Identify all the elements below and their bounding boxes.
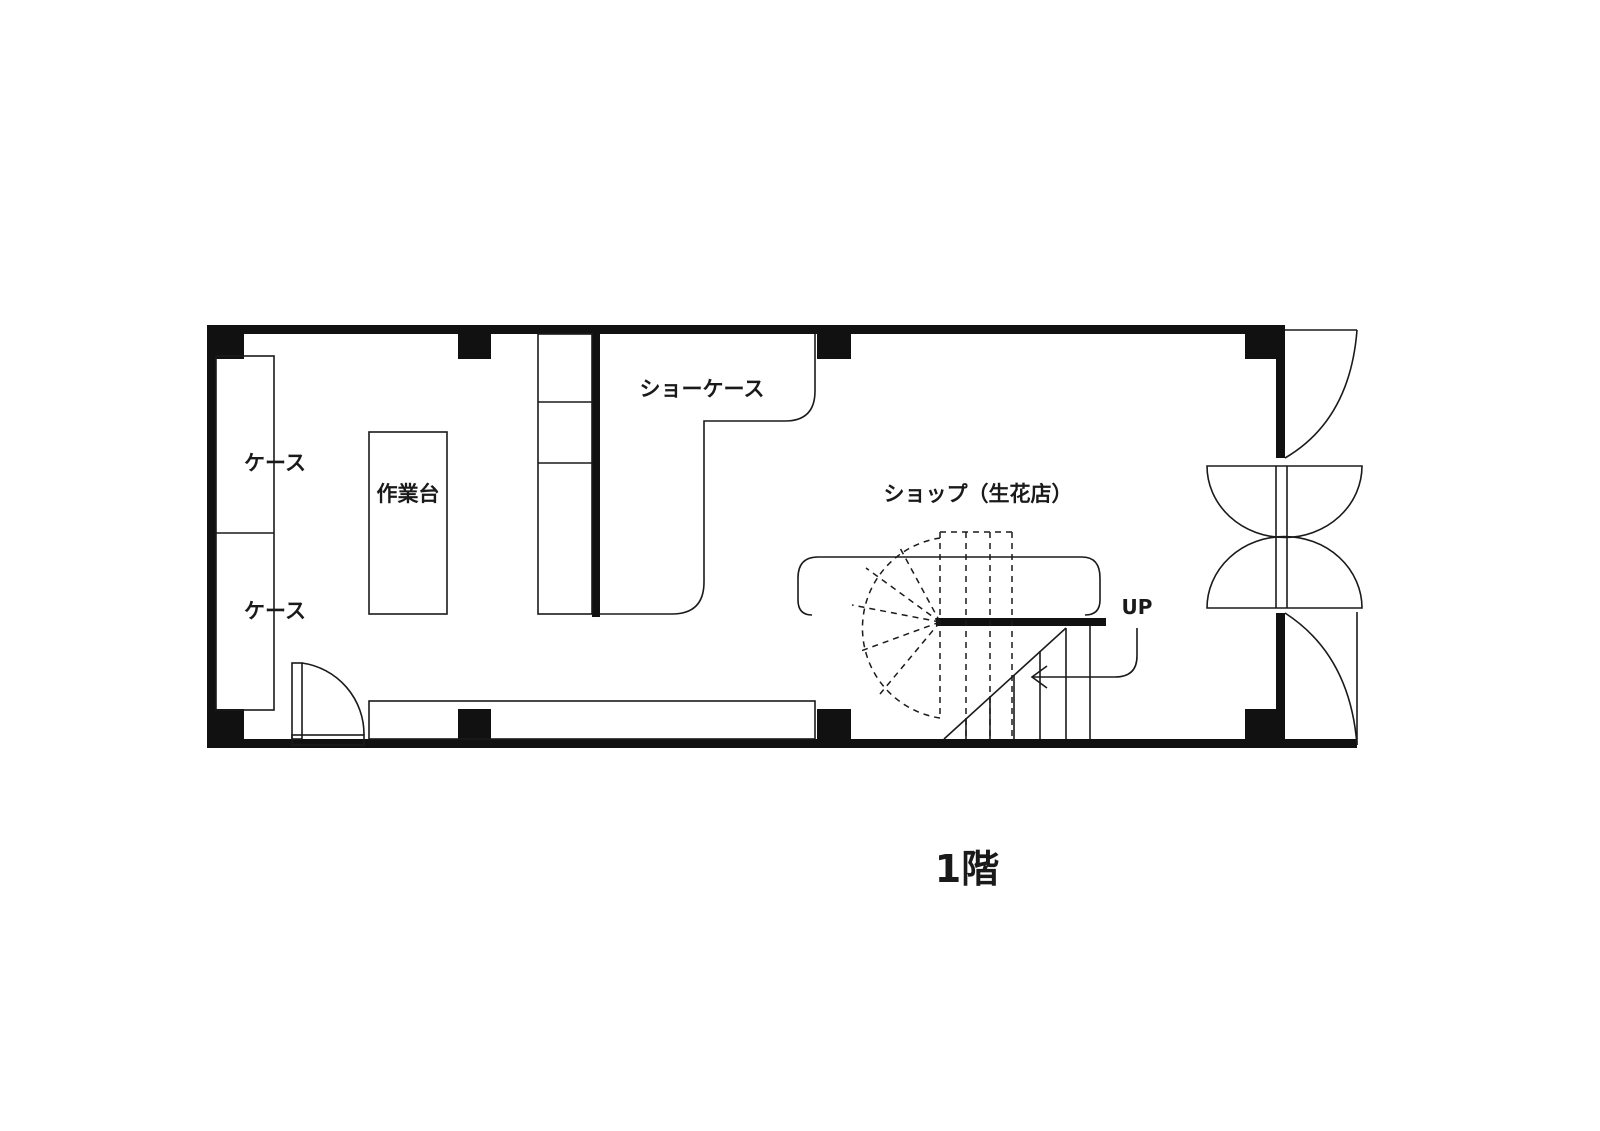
exterior-walls [207, 325, 1357, 748]
stair-outline [861, 537, 941, 719]
door-swing-arc [301, 662, 365, 736]
shelf-unit [537, 333, 593, 615]
column [458, 325, 491, 359]
east-wall-top [1276, 325, 1285, 458]
structural-columns [207, 325, 1285, 748]
column [817, 709, 851, 748]
south-wall [207, 739, 1357, 748]
case-upper-label: ケース [244, 451, 306, 475]
floor-title: 1階 [935, 847, 999, 891]
stair-up-arrow [1030, 628, 1138, 689]
column [458, 709, 491, 748]
display-counter [797, 556, 1101, 616]
stair-beam [936, 618, 1106, 626]
shop-label: ショップ（生花店） [884, 482, 1073, 506]
stair-treads [943, 626, 1091, 740]
arrowhead-icon [1030, 665, 1048, 689]
lower-door-swing [1284, 612, 1358, 746]
bottom-counter [368, 700, 816, 740]
workbench [368, 431, 448, 615]
shelf [537, 333, 593, 615]
column [207, 709, 244, 748]
door-threshold [291, 734, 365, 746]
case-lower-label: ケース [244, 599, 306, 623]
double-door-top [1206, 465, 1363, 539]
showcase-label: ショーケース [640, 377, 765, 401]
double-door-bottom [1206, 535, 1363, 609]
stair-cut-line [943, 627, 1067, 740]
column [817, 325, 851, 359]
partition-wall [592, 330, 600, 617]
showcase-counter [600, 334, 816, 615]
column [1245, 325, 1285, 359]
entry-door [291, 662, 365, 746]
stair-up-label: UP [1122, 595, 1153, 619]
column [1245, 709, 1285, 748]
east-wall-bottom [1276, 613, 1285, 748]
north-wall [207, 325, 1285, 334]
spiral-stair-upper [851, 531, 1013, 740]
workbench-label: 作業台 [377, 482, 440, 506]
door-leaf [291, 662, 303, 740]
east-doors [1206, 329, 1363, 746]
side-cases [215, 355, 275, 711]
upper-door-swing [1284, 329, 1358, 459]
west-wall [207, 325, 216, 748]
column [207, 325, 244, 359]
